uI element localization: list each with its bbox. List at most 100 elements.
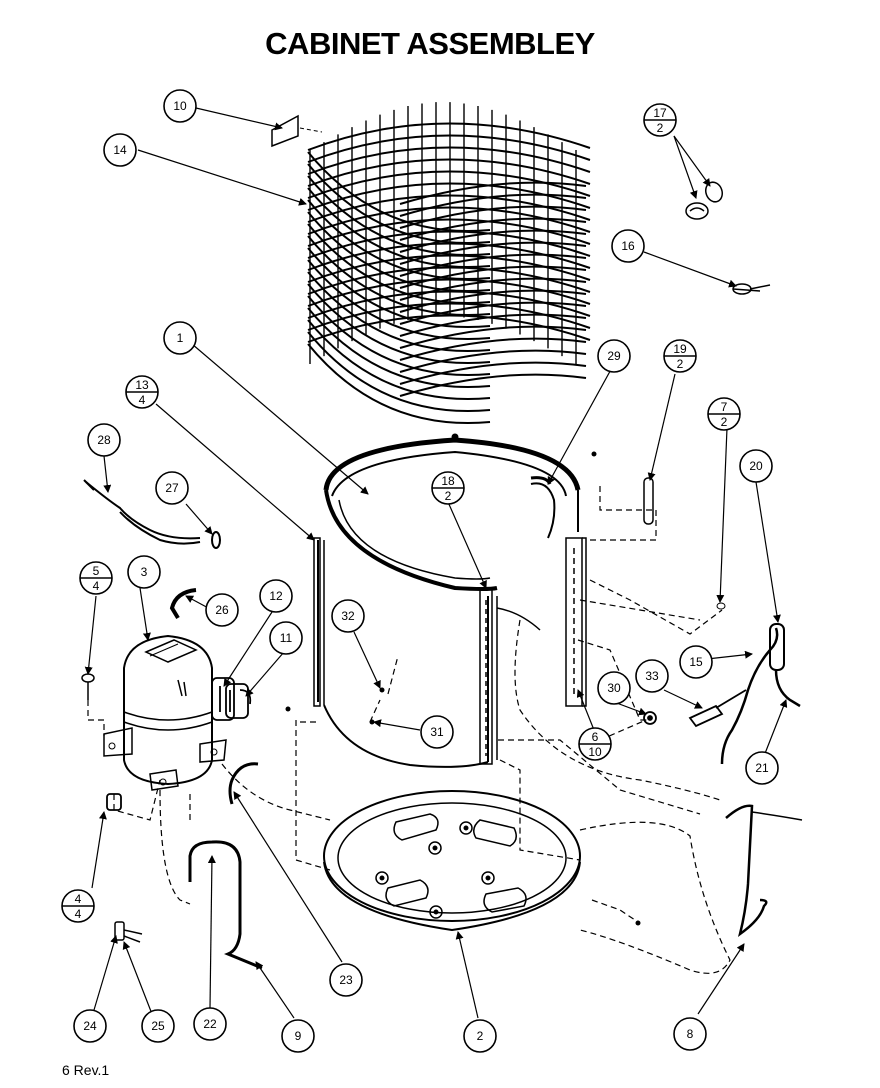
callout-label: 8: [687, 1027, 694, 1041]
relay-overload: [211, 677, 252, 721]
callout-label: 25: [151, 1019, 165, 1033]
callout-label: 28: [97, 433, 111, 447]
revision-footer: 6 Rev.1: [62, 1062, 110, 1078]
callout-quantity: 10: [588, 745, 602, 759]
callout-29: 29: [597, 339, 631, 373]
callout-part-number: 18: [441, 474, 455, 488]
callout-33: 33: [635, 659, 669, 693]
callout-part-number: 5: [93, 564, 100, 578]
callout-label: 33: [645, 669, 659, 683]
power-cord: [83, 479, 201, 545]
callout-label: 12: [269, 589, 283, 603]
callout-label: 2: [477, 1029, 484, 1043]
callout-14: 14: [103, 133, 137, 167]
seam-strip-left: [313, 537, 321, 707]
callout-28: 28: [87, 423, 121, 457]
process-tube: [169, 588, 197, 620]
compressor: [103, 634, 227, 791]
callout-1: 1: [163, 321, 197, 355]
callout-26: 26: [205, 593, 239, 627]
mounting-screw: [81, 673, 95, 700]
callout-label: 27: [165, 481, 179, 495]
callout-part-number: 13: [135, 378, 149, 392]
callout-part-number: 17: [653, 106, 667, 120]
callout-18-2: 182: [431, 471, 465, 505]
callout-quantity: 4: [75, 907, 82, 921]
seam-rod: [643, 477, 654, 525]
callout-label: 23: [339, 973, 353, 987]
callout-30: 30: [597, 671, 631, 705]
callout-3: 3: [127, 555, 161, 589]
callout-5-4: 54: [79, 561, 113, 595]
cabinet-wrapper: [317, 433, 581, 768]
callout-label: 9: [295, 1029, 302, 1043]
callout-label: 20: [749, 459, 763, 473]
callout-21: 21: [745, 751, 779, 785]
leader-lines: [84, 107, 788, 1019]
callout-label: 3: [141, 565, 148, 579]
callout-quantity: 2: [657, 121, 664, 135]
callout-25: 25: [141, 1009, 175, 1043]
callout-label: 10: [173, 99, 187, 113]
callout-label: 11: [280, 631, 293, 645]
suction-tube: [188, 840, 263, 970]
callout-part-number: 19: [673, 342, 687, 356]
base-pan: [323, 790, 581, 932]
callout-part-number: 7: [721, 400, 728, 414]
callout-quantity: 4: [93, 579, 100, 593]
callout-24: 24: [73, 1009, 107, 1043]
callout-4-4: 44: [61, 889, 95, 923]
discharge-tube: [228, 762, 259, 805]
callout-12: 12: [259, 579, 293, 613]
callout-label: 21: [755, 761, 769, 775]
callout-quantity: 2: [445, 489, 452, 503]
callout-part-number: 4: [75, 892, 82, 906]
callout-31: 31: [420, 715, 454, 749]
callout-9: 9: [281, 1019, 315, 1053]
callout-label: 1: [177, 331, 184, 345]
callout-label: 32: [341, 609, 355, 623]
callout-quantity: 2: [721, 415, 728, 429]
diagram-title: CABINET ASSEMBLEY: [265, 26, 595, 61]
callout-label: 26: [215, 603, 229, 617]
callout-11: 11: [269, 621, 303, 655]
callout-27: 27: [155, 471, 189, 505]
callout-23: 23: [329, 963, 363, 997]
wire-grille: [307, 102, 591, 424]
return-tube: [725, 804, 768, 937]
callout-32: 32: [331, 599, 365, 633]
callout-13-4: 134: [125, 375, 159, 409]
callout-label: 16: [621, 239, 635, 253]
callout-8: 8: [673, 1017, 707, 1051]
callout-label: 29: [607, 349, 621, 363]
wire-connector: [114, 921, 143, 943]
callout-part-number: 6: [592, 730, 599, 744]
assembly-guides: [87, 486, 731, 974]
callout-label: 22: [203, 1017, 217, 1031]
callout-label: 30: [607, 681, 621, 695]
callout-16: 16: [611, 229, 645, 263]
grommet: [211, 531, 221, 549]
clip: [732, 283, 771, 295]
callout-quantity: 2: [677, 357, 684, 371]
callout-label: 31: [430, 725, 444, 739]
callout-label: 15: [689, 655, 703, 669]
label-plate: [271, 114, 299, 148]
seam-strip-right: [565, 537, 587, 707]
callout-19-2: 192: [663, 339, 697, 373]
callout-2: 2: [463, 1019, 497, 1053]
callout-20: 20: [739, 449, 773, 483]
callout-label: 24: [83, 1019, 97, 1033]
callout-quantity: 4: [139, 393, 146, 407]
seam-strip-center: [479, 587, 493, 765]
callout-15: 15: [679, 645, 713, 679]
thermostat-bulb: [643, 689, 747, 728]
callout-label: 14: [113, 143, 127, 157]
callout-7-2: 72: [707, 397, 741, 431]
callout-17-2: 172: [643, 103, 677, 137]
callout-10: 10: [163, 89, 197, 123]
capillary-assembly: [720, 623, 801, 765]
callout-6-10: 610: [578, 727, 612, 761]
